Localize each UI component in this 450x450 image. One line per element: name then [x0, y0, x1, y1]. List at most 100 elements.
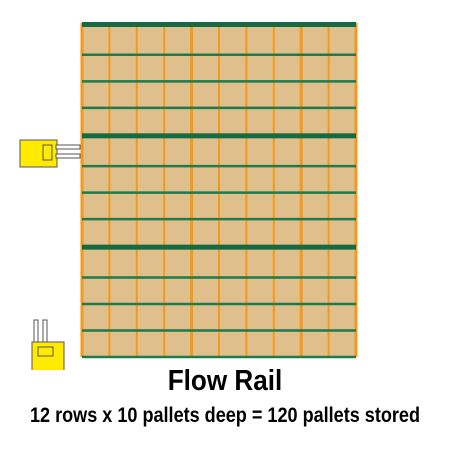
pallet	[165, 30, 191, 53]
pallet	[165, 141, 191, 165]
flow-rail-rack	[80, 22, 358, 359]
pallet	[247, 252, 273, 276]
pallet	[165, 221, 191, 244]
pallet	[247, 30, 273, 53]
pallet	[302, 252, 328, 276]
pallet	[110, 83, 136, 106]
pallet	[302, 305, 328, 329]
pallet	[274, 56, 301, 80]
pallet	[329, 194, 355, 218]
pallet	[192, 221, 218, 244]
pallet	[192, 56, 218, 80]
pallet	[192, 194, 218, 218]
block-separator-rail	[82, 244, 356, 250]
pallet	[247, 141, 273, 165]
pallet	[329, 332, 355, 355]
pallet	[274, 109, 301, 133]
pallet	[110, 332, 136, 355]
pallet	[165, 83, 191, 106]
pallet	[274, 141, 301, 165]
pallet	[220, 141, 246, 165]
pallet	[302, 279, 328, 302]
pallet	[137, 83, 164, 106]
pallet	[274, 194, 301, 218]
pallet	[247, 305, 273, 329]
pallet	[83, 141, 109, 165]
pallet	[247, 109, 273, 133]
pallet	[302, 30, 328, 53]
pallet	[247, 168, 273, 191]
pallet	[110, 279, 136, 302]
pallet	[329, 305, 355, 329]
pallet	[110, 252, 136, 276]
pallet	[329, 83, 355, 106]
pallet	[274, 305, 301, 329]
pallet	[165, 109, 191, 133]
pallet	[274, 83, 301, 106]
pallet	[247, 279, 273, 302]
pallet	[192, 168, 218, 191]
pallet	[274, 332, 301, 355]
forklift-bottom-icon	[31, 319, 65, 370]
pallet	[247, 83, 273, 106]
pallet	[165, 56, 191, 80]
pallet	[83, 332, 109, 355]
pallet	[220, 194, 246, 218]
pallet	[247, 56, 273, 80]
pallet	[110, 141, 136, 165]
pallet	[302, 109, 328, 133]
pallet	[137, 109, 164, 133]
pallet	[83, 194, 109, 218]
pallet	[83, 221, 109, 244]
pallet	[83, 168, 109, 191]
pallet	[110, 168, 136, 191]
pallet	[137, 141, 164, 165]
pallet	[137, 221, 164, 244]
pallet	[110, 305, 136, 329]
pallet	[83, 279, 109, 302]
pallet	[220, 168, 246, 191]
pallet	[329, 168, 355, 191]
pallet	[302, 194, 328, 218]
diagram-subtitle: 12 rows x 10 pallets deep = 120 pallets …	[30, 404, 420, 427]
pallet	[192, 109, 218, 133]
pallet	[192, 83, 218, 106]
pallet	[302, 221, 328, 244]
pallet	[274, 168, 301, 191]
pallet	[83, 83, 109, 106]
flow-rail-diagram	[19, 22, 358, 370]
pallet	[83, 305, 109, 329]
pallet	[329, 252, 355, 276]
pallet	[329, 30, 355, 53]
pallet	[220, 279, 246, 302]
pallet	[137, 168, 164, 191]
pallet	[220, 56, 246, 80]
pallet	[329, 109, 355, 133]
pallet	[220, 109, 246, 133]
pallet	[165, 332, 191, 355]
pallet	[329, 221, 355, 244]
pallet	[302, 141, 328, 165]
pallet	[192, 141, 218, 165]
pallet	[302, 56, 328, 80]
pallet	[137, 194, 164, 218]
pallet	[220, 221, 246, 244]
diagram-title: Flow Rail	[167, 365, 283, 397]
pallet	[110, 30, 136, 53]
pallet	[274, 279, 301, 302]
pallet	[274, 30, 301, 53]
pallet	[192, 332, 218, 355]
pallet	[302, 83, 328, 106]
pallet	[83, 30, 109, 53]
pallet	[220, 305, 246, 329]
pallet	[247, 332, 273, 355]
block-separator-rail	[82, 22, 356, 27]
pallet	[137, 30, 164, 53]
pallet	[110, 109, 136, 133]
pallet	[83, 109, 109, 133]
pallet	[329, 141, 355, 165]
pallet	[137, 56, 164, 80]
pallet	[302, 332, 328, 355]
pallet	[247, 194, 273, 218]
pallet	[110, 221, 136, 244]
